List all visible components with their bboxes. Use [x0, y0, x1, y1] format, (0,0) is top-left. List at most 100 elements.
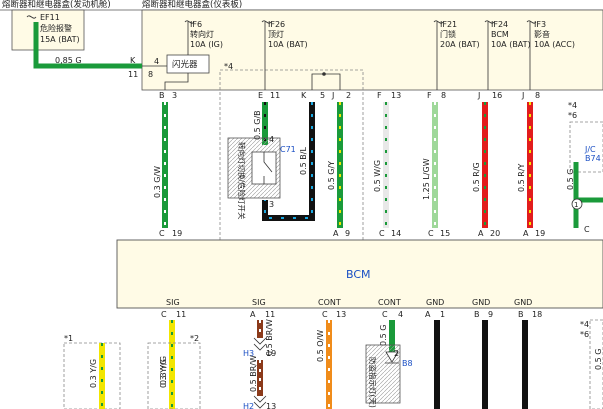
fuse-if21-desc: 门锁: [440, 29, 456, 39]
bcm-module: [116, 239, 603, 309]
bcm-top-conn: C: [428, 229, 434, 238]
bcm-top-conn: A: [478, 229, 484, 238]
bcm-mid-pin: 9: [345, 229, 350, 238]
b8-conn: B8: [402, 359, 413, 368]
bcm-bottom-pin: 4: [398, 310, 403, 319]
led-symbol-icon: [385, 351, 399, 364]
ef11-desc: 危险报警: [40, 23, 72, 33]
top-pin-conn: J: [477, 91, 480, 100]
option-wire-2-label: 0.3 Y/G: [159, 359, 168, 388]
option-box-2-outline: [147, 342, 201, 409]
b8-label: 防盗指示灯(天): [368, 357, 378, 408]
bcm-mid-conn: A: [333, 229, 339, 238]
bcm-bottom-pin: 13: [336, 310, 346, 319]
bcm-top-pin: 19: [172, 229, 182, 238]
fuse-if26: IF26 顶灯 10A (BAT): [261, 20, 308, 90]
bcm-bottom-pin: 18: [532, 310, 542, 319]
ef11-rating: 15A (BAT): [40, 35, 80, 44]
wire-gb-label: 0.5 G/B: [253, 110, 262, 140]
top-pin-conn: E: [258, 91, 263, 100]
bcm-bottom-type: GND: [514, 298, 532, 307]
wire-rg-label: 0.5 R/G: [472, 162, 481, 192]
ef11-name: EF11: [40, 13, 60, 22]
wire-ow: 0.5 O/W: [316, 320, 332, 409]
bcm-bottom-conn: C: [382, 310, 388, 319]
wire-rg: 0.5 R/G: [472, 102, 488, 228]
bcm-bottom-type: SIG: [166, 298, 180, 307]
switch-contact-icon: [263, 152, 273, 184]
fuse-if6-id: IF6: [190, 20, 202, 29]
fuse-if21-id: IF21: [440, 20, 457, 29]
fuse-if6: IF6 转向灯 10A (IG): [184, 20, 223, 55]
wire-ow-label: 0.5 O/W: [316, 330, 325, 362]
k5-j2-link: [311, 73, 341, 90]
bcm-bottom-type: CONT: [318, 298, 341, 307]
wire-yg-main-label: 0.3 Y/G: [159, 356, 168, 385]
switch-c71: 转向灯切换/危险灯开关 C71 4 3: [227, 135, 296, 220]
bcm-bottom-conn: A: [425, 310, 431, 319]
wire-gy-label: 0.5 G/Y: [327, 161, 336, 190]
fuse-symbol-icon: [184, 20, 195, 24]
bcm-top-pin: 14: [391, 229, 401, 238]
top-pin-conn: K: [301, 91, 307, 100]
h2-conn: H2: [243, 402, 254, 409]
top-pin-num: 16: [492, 91, 502, 100]
fuse-if3-id: IF3: [534, 20, 546, 29]
bcm-bottom-type: SIG: [252, 298, 266, 307]
wire-lgw: 1.25 L/GW: [422, 102, 438, 228]
option-box-1-outline: [63, 342, 121, 409]
wire-gy: 0.5 G/Y: [327, 102, 343, 228]
wire-brw-label: 0.5 BR/W: [265, 319, 274, 356]
bcm-bottom-type: CONT: [378, 298, 401, 307]
top-pin-num: 2: [346, 91, 351, 100]
switch-name: 转向灯切换/危险灯开关: [237, 142, 247, 220]
h3-conn: H3: [243, 349, 254, 358]
top-pin-num: 11: [270, 91, 280, 100]
wire-gw-label: 0.3 G/W: [153, 166, 162, 198]
bcm-top-conn: C: [159, 229, 165, 238]
wire-085g-pin-k: K: [130, 56, 136, 65]
top-pin-conn: F: [377, 91, 382, 100]
fuse-if24-desc: BCM: [491, 30, 509, 39]
junction-dot-icon: [322, 72, 326, 76]
bcm-top-pin: 20: [490, 229, 500, 238]
flasher-pin-4: 4: [154, 57, 159, 66]
right-bottom-wire: 0.5 G: [594, 349, 603, 370]
wire-wg: 0.5 W/G: [373, 102, 389, 228]
wire-085g-size: 0,85 G: [55, 56, 82, 65]
wire-brw: 0.5 BR/W: [253, 319, 274, 409]
fuse-if6-desc: 转向灯: [190, 29, 214, 39]
wire-bl: 0.5 B/L: [262, 102, 315, 221]
fuse-if26-rating: 10A (BAT): [268, 40, 308, 49]
fuse-if24-id: IF24: [491, 20, 508, 29]
right-ref-circle: [571, 198, 583, 210]
bcm-bottom-conn: C: [322, 310, 328, 319]
fuse-if3-rating: 10A (ACC): [534, 40, 575, 49]
fuse-symbol-icon: [261, 20, 272, 24]
fuse-if21-rating: 20A (BAT): [440, 40, 480, 49]
top-pin-num: 8: [441, 91, 446, 100]
wire-gw: 0.3 G/W: [153, 102, 168, 228]
bcm-top-pin: 15: [440, 229, 450, 238]
wire-ry-label: 0.5 R/Y: [517, 163, 526, 192]
fuse-if26-id: IF26: [268, 20, 285, 29]
flasher-output-line: [164, 73, 189, 90]
switch-id: C71: [280, 145, 296, 154]
ef11-fuse-box: [11, 9, 85, 51]
connector-chevron-icon: [253, 395, 267, 409]
right-b74: B74: [585, 154, 601, 163]
fuse-if6-rating: 10A (IG): [190, 40, 223, 49]
b8-indicator: 2 B8 防盗指示灯(天): [365, 344, 413, 408]
dash-fuse-box-header: 熔断器和继电器盒(仪表板): [142, 0, 242, 10]
bcm-bottom-conn: B: [474, 310, 480, 319]
switch-pin-3: 3: [269, 200, 274, 209]
switch-pin-4: 4: [269, 135, 274, 144]
fuse-if3: IF3 影音 10A (ACC): [526, 20, 575, 90]
fuse-if21: IF21 门锁 20A (BAT): [433, 20, 480, 90]
wire-085g-pin-11: 11: [128, 70, 138, 79]
connector-chevron-icon: [253, 337, 267, 351]
wire-wg-label: 0.5 W/G: [373, 160, 382, 192]
right-wire-label: 0.5 G: [566, 169, 575, 190]
dash-fuse-box: [141, 9, 603, 91]
